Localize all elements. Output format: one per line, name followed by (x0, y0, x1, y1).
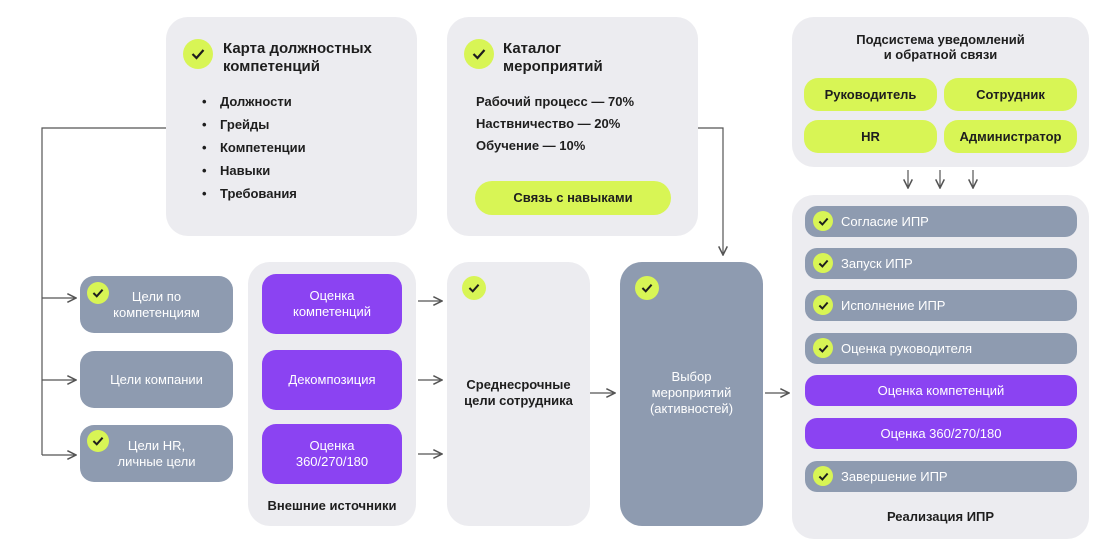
step-competency-assessment[interactable]: Оценка компетенций (805, 375, 1077, 406)
step-completion[interactable]: Завершение ИПР (805, 461, 1077, 492)
event-catalog-title: Каталог мероприятий (503, 40, 603, 75)
competency-goals-node[interactable]: Цели по компетенциям (80, 276, 233, 333)
activity-selection-node[interactable]: Выбор мероприятий (активностей) (620, 262, 763, 526)
role-manager[interactable]: Руководитель (804, 78, 937, 111)
competency-map-title: Карта должностных компетенций (223, 40, 372, 75)
check-icon (813, 295, 833, 315)
check-icon (813, 338, 833, 358)
decomposition-node[interactable]: Декомпозиция (262, 350, 402, 410)
midterm-goals-label: Среднесрочные цели сотрудника (464, 377, 573, 408)
competency-map-panel: Карта должностных компетенций Должности … (166, 17, 417, 236)
company-goals-node[interactable]: Цели компании (80, 351, 233, 408)
competency-map-list: Должности Грейды Компетенции Навыки Треб… (202, 90, 306, 205)
assessment-360-node[interactable]: Оценка 360/270/180 (262, 424, 402, 484)
competency-assessment-node[interactable]: Оценка компетенций (262, 274, 402, 334)
role-hr[interactable]: HR (804, 120, 937, 153)
implementation-caption: Реализация ИПР (886, 509, 995, 524)
check-icon (183, 39, 213, 69)
list-item: Навыки (202, 159, 306, 182)
check-icon (813, 211, 833, 231)
step-consent[interactable]: Согласие ИПР (805, 206, 1077, 237)
event-catalog-ratios: Рабочий процесс — 70% Наствничество — 20… (476, 91, 634, 157)
notifications-panel: Подсистема уведомлений и обратной связи … (792, 17, 1089, 167)
hr-goals-node[interactable]: Цели HR, личные цели (80, 425, 233, 482)
arrow-catalog-to-selection (698, 127, 723, 255)
check-icon (464, 39, 494, 69)
list-item: Компетенции (202, 136, 306, 159)
ratio-line: Наствничество — 20% (476, 116, 621, 131)
list-item: Должности (202, 90, 306, 113)
external-sources-panel: Оценка компетенций Декомпозиция Оценка 3… (248, 262, 416, 526)
check-icon (813, 466, 833, 486)
role-admin[interactable]: Администратор (944, 120, 1077, 153)
left-bracket-line (41, 127, 166, 455)
list-item: Требования (202, 182, 306, 205)
skills-link-button[interactable]: Связь с навыками (475, 181, 671, 215)
notifications-title: Подсистема уведомлений и обратной связи (856, 32, 1025, 62)
ratio-line: Обучение — 10% (476, 138, 586, 153)
step-launch[interactable]: Запуск ИПР (805, 248, 1077, 279)
ratio-line: Рабочий процесс — 70% (476, 94, 635, 109)
check-icon (462, 276, 486, 300)
step-360-assessment[interactable]: Оценка 360/270/180 (805, 418, 1077, 449)
role-employee[interactable]: Сотрудник (944, 78, 1077, 111)
check-icon (813, 253, 833, 273)
step-manager-assessment[interactable]: Оценка руководителя (805, 333, 1077, 364)
list-item: Грейды (202, 113, 306, 136)
external-sources-caption: Внешние источники (267, 498, 397, 513)
step-execution[interactable]: Исполнение ИПР (805, 290, 1077, 321)
check-icon (635, 276, 659, 300)
check-icon (87, 430, 109, 452)
midterm-goals-panel[interactable]: Среднесрочные цели сотрудника (447, 262, 590, 526)
activity-selection-label: Выбор мероприятий (активностей) (649, 369, 734, 416)
check-icon (87, 282, 109, 304)
event-catalog-panel: Каталог мероприятий Рабочий процесс — 70… (447, 17, 698, 236)
